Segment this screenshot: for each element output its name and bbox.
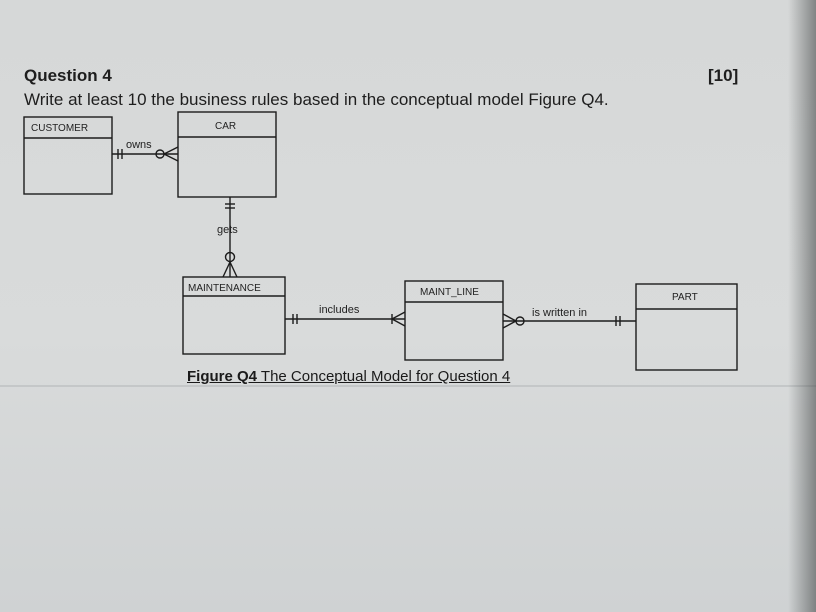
relationship-is-written-in-label: is written in	[532, 307, 587, 319]
entity-part: PART	[635, 283, 738, 371]
relationship-owns-label: owns	[126, 139, 152, 151]
entity-maintenance: MAINTENANCE	[182, 276, 286, 355]
entity-maint-line: MAINT_LINE	[404, 280, 504, 361]
question-text: Write at least 10 the business rules bas…	[24, 90, 609, 109]
entity-maint-line-label: MAINT_LINE	[420, 287, 479, 298]
relationship-gets-label: gets	[217, 224, 238, 236]
entity-maintenance-label: MAINTENANCE	[188, 283, 261, 294]
relationship-gets: gets	[217, 197, 238, 278]
question-title: Question 4	[24, 66, 112, 85]
question-marks: [10]	[708, 66, 739, 85]
page-edge-shadow	[788, 0, 816, 612]
entity-part-label: PART	[672, 292, 698, 303]
relationship-includes: includes	[285, 304, 406, 327]
relationship-includes-label: includes	[319, 304, 360, 316]
relationship-owns: owns	[112, 139, 179, 162]
figure-caption: Figure Q4 The Conceptual Model for Quest…	[187, 368, 510, 385]
paper-fold	[0, 385, 816, 387]
entity-customer: CUSTOMER	[23, 116, 113, 195]
figure-caption-ref: Figure Q4	[187, 368, 258, 385]
entity-customer-label: CUSTOMER	[31, 123, 88, 134]
entity-car: CAR	[177, 111, 277, 198]
figure-caption-text: The Conceptual Model for Question 4	[260, 368, 511, 385]
relationship-is-written-in: is written in	[502, 307, 636, 329]
entity-car-label: CAR	[215, 121, 236, 132]
